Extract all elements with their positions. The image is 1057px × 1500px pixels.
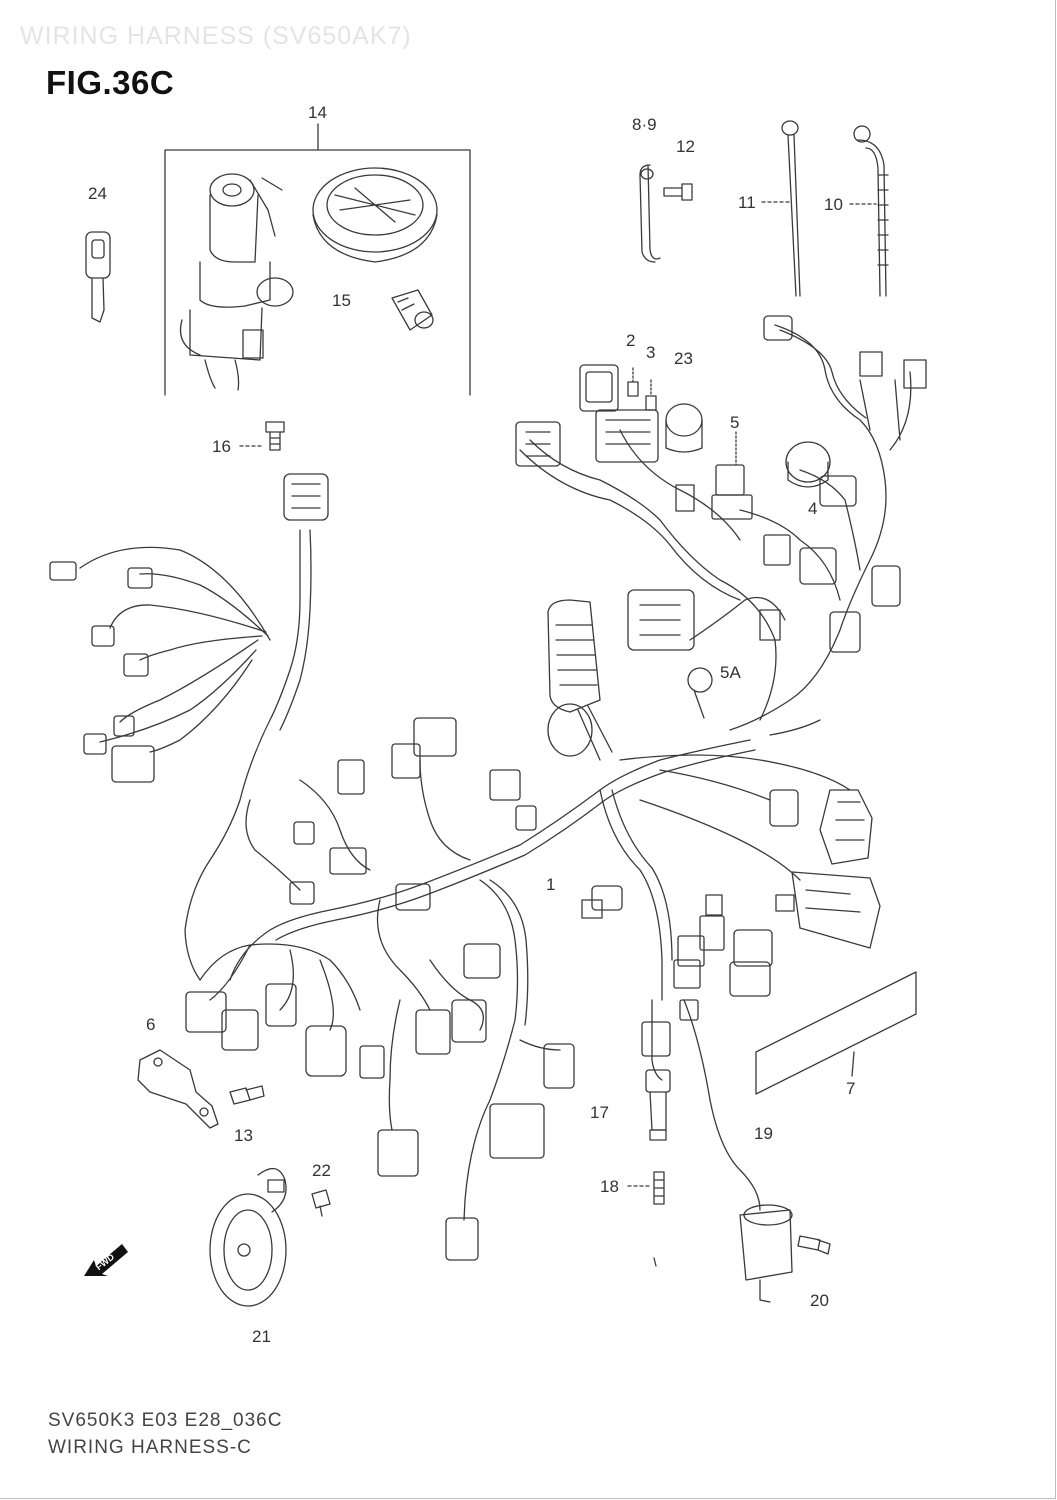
- callout-4: 4: [808, 499, 818, 518]
- bolt-13: [230, 1086, 264, 1104]
- left-connectors: [50, 474, 328, 782]
- relay-4: [764, 316, 926, 652]
- fwd-arrow-icon: FWD: [84, 1244, 128, 1276]
- callout-14: 14: [308, 103, 327, 122]
- fuel-cap: [313, 168, 437, 262]
- clamp-8-9: [640, 165, 660, 262]
- harness-lower-left: [200, 760, 560, 1220]
- key-cylinder-15: [392, 290, 433, 330]
- callout-15: 15: [332, 291, 351, 310]
- callout-12: 12: [676, 137, 695, 156]
- harness-upper-right: [520, 325, 911, 730]
- callout-5a: 5A: [720, 663, 741, 682]
- callout-1: 1: [546, 875, 556, 894]
- fuse-box-5: [676, 432, 790, 565]
- diagram-caption: WIRING HARNESS-C: [48, 1437, 252, 1458]
- sensor-17: [642, 1000, 670, 1140]
- harness-left-branches: [80, 530, 311, 980]
- relay-23: [580, 365, 702, 462]
- fuse-2: [628, 368, 638, 396]
- cable-tie-11: [762, 121, 800, 296]
- ghost-header-title: WIRING HARNESS (SV650AK7): [20, 22, 412, 50]
- callout-6: 6: [146, 1015, 156, 1034]
- key-24: [86, 232, 110, 322]
- callout-5: 5: [730, 413, 740, 432]
- callout-20: 20: [810, 1291, 829, 1310]
- connectors-lower-center: [582, 886, 772, 996]
- main-harness-1: [230, 720, 850, 1000]
- callout-13: 13: [234, 1126, 253, 1145]
- callout-22: 22: [312, 1161, 331, 1180]
- ignition-switch-assembly: [180, 174, 293, 390]
- callout-7: 7: [846, 1079, 856, 1098]
- bracket-6: [138, 1050, 218, 1128]
- lower-left-connectors: [186, 718, 574, 1260]
- tape-7: [756, 972, 916, 1094]
- switch-20: [680, 1000, 830, 1302]
- callout-17: 17: [590, 1103, 609, 1122]
- callout-16: 16: [212, 437, 231, 456]
- callout-23: 23: [674, 349, 693, 368]
- drawing-code: SV650K3 E03 E28_036C: [48, 1410, 283, 1431]
- connector-right-mid: [770, 790, 880, 948]
- callout-21: 21: [252, 1327, 271, 1346]
- bolt-12: [664, 184, 692, 200]
- connector-upper-left: [516, 422, 560, 466]
- callout-2: 2: [626, 331, 636, 350]
- figure-id: FIG.36C: [46, 64, 175, 101]
- callout-8-9: 8·9: [632, 115, 657, 134]
- bolt-22: [312, 1190, 330, 1216]
- callout-24: 24: [88, 184, 107, 203]
- ecu-connector-5a: [548, 590, 780, 760]
- bolt-16: [240, 422, 284, 450]
- group-bracket-14: [165, 124, 470, 395]
- callout-19: 19: [754, 1124, 773, 1143]
- callout-3: 3: [646, 343, 656, 362]
- washer-18: [628, 1172, 664, 1266]
- cable-tie-10: [850, 126, 888, 296]
- callout-10: 10: [824, 195, 843, 214]
- horn-21: [210, 1169, 286, 1306]
- fuse-3: [646, 380, 656, 410]
- callout-11: 11: [738, 193, 756, 212]
- callout-18: 18: [600, 1177, 619, 1196]
